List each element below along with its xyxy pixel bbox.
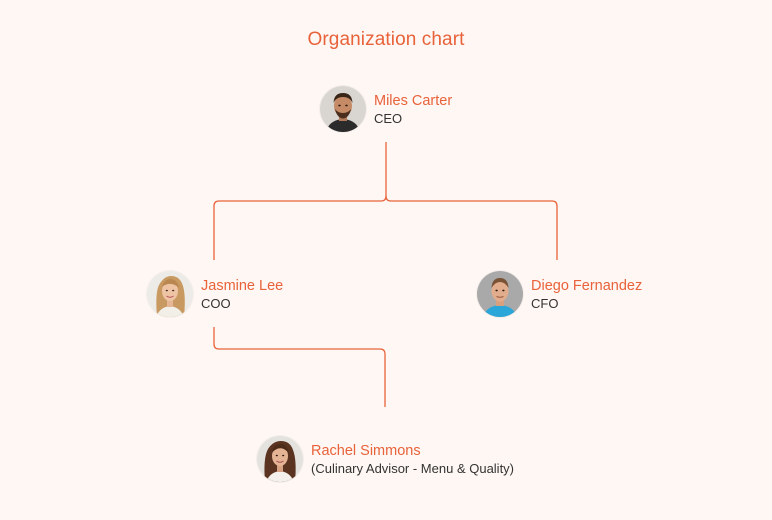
person-role: (Culinary Advisor - Menu & Quality) <box>311 460 515 476</box>
connector-ceo-to-cfo <box>385 195 558 260</box>
connector-ceo-to-reports <box>213 142 387 260</box>
person-role: CFO <box>531 295 559 311</box>
person-role: CEO <box>374 110 403 126</box>
node-coo[interactable]: Jasmine Lee COO <box>147 271 283 317</box>
node-cfo[interactable]: Diego Fernandez CFO <box>477 271 642 317</box>
avatar-diego-fernandez <box>477 271 523 317</box>
person-name: Jasmine Lee <box>201 277 284 294</box>
chart-title: Organization chart <box>307 29 465 50</box>
node-advisor[interactable]: Rachel Simmons (Culinary Advisor - Menu … <box>257 436 514 482</box>
person-role: COO <box>201 295 231 311</box>
person-name: Miles Carter <box>374 92 453 109</box>
avatar-jasmine-lee <box>147 271 193 317</box>
person-name: Diego Fernandez <box>531 277 643 294</box>
node-ceo[interactable]: Miles Carter CEO <box>320 86 452 132</box>
connector-coo-to-advisor <box>213 327 386 407</box>
person-name: Rachel Simmons <box>311 442 421 459</box>
avatar-miles-carter <box>320 86 366 132</box>
avatar-rachel-simmons <box>257 436 303 482</box>
